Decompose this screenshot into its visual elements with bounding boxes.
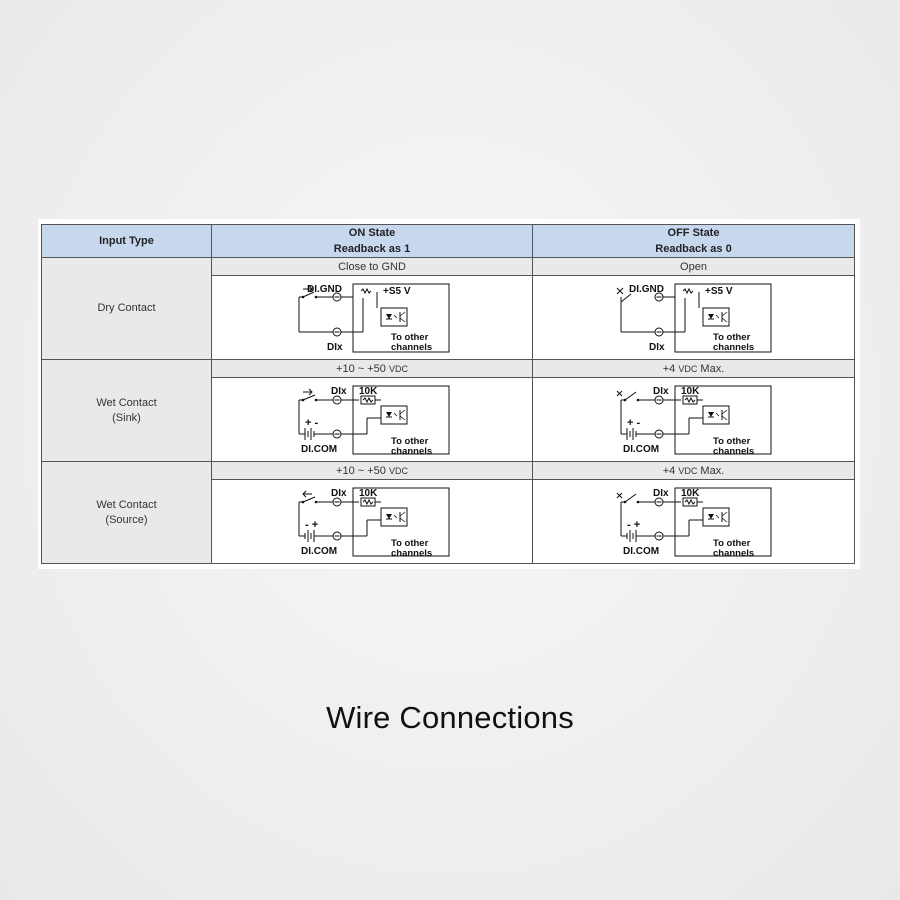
svg-text:DI.COM: DI.COM: [301, 546, 337, 557]
svg-text:+S5 V: +S5 V: [705, 286, 733, 297]
wet-sink-on-circuit: DIx 10K + -: [298, 385, 450, 457]
on-condition: +10 ~ +50 VDC: [211, 359, 533, 378]
dry-contact-on-circuit: DI.GND DIx +S5 V: [298, 283, 450, 353]
wet-sink-off-diagram-cell: DIx 10K + -: [532, 377, 855, 462]
svg-text:+S5 V: +S5 V: [383, 286, 411, 297]
svg-text:DIx: DIx: [649, 342, 665, 353]
table-row: Dry Contact Close to GND Open: [41, 257, 855, 360]
on-condition: +10 ~ +50 VDC: [211, 461, 533, 480]
svg-text:+ -: + -: [305, 417, 318, 429]
row-type-dry-contact: Dry Contact: [41, 257, 212, 360]
off-condition: +4 VDC Max.: [532, 461, 855, 480]
svg-text:channels: channels: [713, 446, 754, 457]
wet-source-on-diagram-cell: DIx 10K - +: [211, 479, 533, 564]
svg-text:DI.COM: DI.COM: [301, 444, 337, 455]
svg-text:To other: To other: [391, 436, 429, 447]
svg-text:To other: To other: [391, 538, 429, 549]
svg-text:DI.GND: DI.GND: [307, 284, 342, 295]
table-row: DIx 10K - +: [42, 479, 855, 564]
svg-text:To other: To other: [713, 538, 751, 549]
row-type-wet-contact-sink: Wet Contact(Sink): [41, 359, 212, 462]
svg-text:DI.COM: DI.COM: [623, 444, 659, 455]
off-condition: Open: [532, 257, 855, 276]
svg-text:channels: channels: [713, 342, 754, 353]
table-row: DI.GND DIx +S5 V: [42, 275, 855, 360]
svg-text:DI.GND: DI.GND: [629, 284, 664, 295]
page-caption: Wire Connections: [326, 700, 574, 735]
svg-text:To other: To other: [713, 436, 751, 447]
wet-sink-on-diagram-cell: DIx 10K + -: [211, 377, 533, 462]
svg-text:10K: 10K: [359, 488, 378, 499]
table-row: DIx 10K + -: [42, 377, 855, 462]
svg-text:10K: 10K: [681, 386, 700, 397]
svg-text:DIx: DIx: [331, 488, 347, 499]
svg-text:DI.COM: DI.COM: [623, 546, 659, 557]
table-row: Wet Contact(Sink) +10 ~ +50 VDC +4 VDC M…: [41, 359, 855, 462]
wet-sink-off-circuit: DIx 10K + -: [616, 385, 771, 457]
dry-contact-off-diagram-cell: DI.GND DIx +S5 V To other: [532, 275, 855, 360]
svg-text:DIx: DIx: [331, 386, 347, 397]
dry-contact-on-diagram-cell: DI.GND DIx +S5 V: [211, 275, 533, 360]
table-row: Wet Contact(Source) +10 ~ +50 VDC +4 VDC…: [41, 461, 855, 564]
svg-text:channels: channels: [391, 548, 432, 559]
svg-text:- +: - +: [305, 519, 318, 531]
header-input-type: Input Type: [41, 224, 212, 258]
wet-source-on-circuit: DIx 10K - +: [298, 487, 450, 559]
svg-text:10K: 10K: [681, 488, 700, 499]
wet-source-off-diagram-cell: DIx 10K - +: [532, 479, 855, 564]
svg-text:channels: channels: [713, 548, 754, 559]
svg-text:+ -: + -: [627, 417, 640, 429]
svg-text:10K: 10K: [359, 386, 378, 397]
off-condition: +4 VDC Max.: [532, 359, 855, 378]
row-type-wet-contact-source: Wet Contact(Source): [41, 461, 212, 564]
dry-contact-off-circuit: DI.GND DIx +S5 V To other: [616, 283, 771, 353]
svg-text:To other: To other: [391, 332, 429, 343]
svg-text:channels: channels: [391, 342, 432, 353]
svg-text:DIx: DIx: [327, 342, 343, 353]
wet-source-off-circuit: DIx 10K - +: [616, 487, 771, 559]
svg-text:DIx: DIx: [653, 488, 669, 499]
svg-text:DIx: DIx: [653, 386, 669, 397]
svg-text:- +: - +: [627, 519, 640, 531]
svg-text:To other: To other: [713, 332, 751, 343]
svg-text:channels: channels: [391, 446, 432, 457]
on-condition: Close to GND: [211, 257, 533, 276]
